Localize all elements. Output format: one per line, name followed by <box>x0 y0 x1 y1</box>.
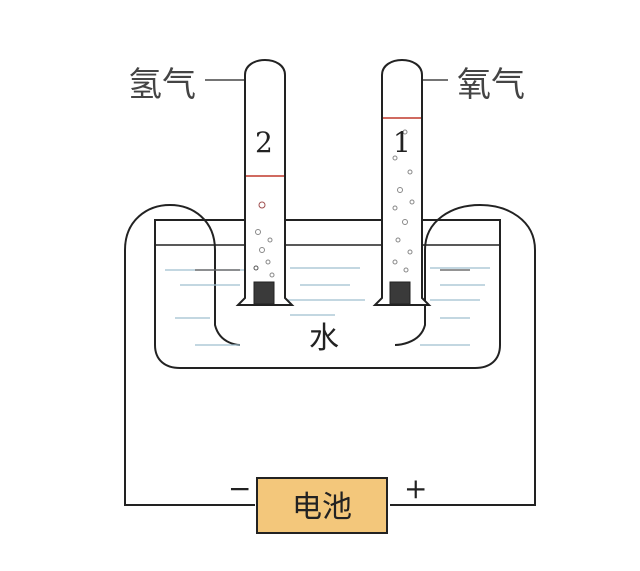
test-tube-oxygen <box>372 59 432 306</box>
hydrogen-label: 氢气 <box>128 65 196 105</box>
oxygen-label: 氧气 <box>457 65 525 105</box>
battery <box>256 477 388 534</box>
electrode-right <box>389 281 411 305</box>
tube-number-1: 1 <box>393 126 411 159</box>
positive-terminal-label: + <box>404 472 427 505</box>
water-lines <box>165 267 490 346</box>
circuit-wire <box>124 204 255 506</box>
test-tube-hydrogen <box>235 59 295 306</box>
water-trough <box>154 219 501 369</box>
battery-label: 电池 <box>292 490 352 525</box>
electrode-left <box>253 281 275 305</box>
water-label: 水 <box>309 321 339 356</box>
negative-terminal-label: − <box>228 472 251 505</box>
tube-number-2: 2 <box>255 126 273 159</box>
